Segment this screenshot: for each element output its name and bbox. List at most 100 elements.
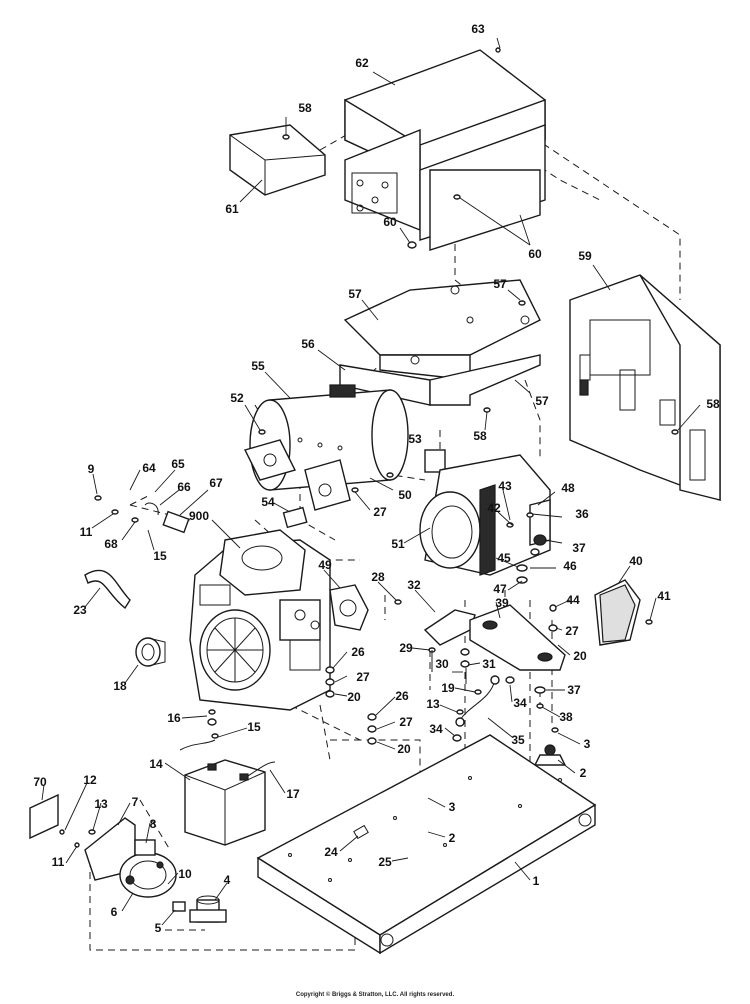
callout-label: 13 [94, 797, 108, 811]
gasket-54 [282, 506, 308, 529]
callout-label: 62 [355, 56, 369, 70]
callout-label: 24 [324, 845, 338, 859]
callout-label: 12 [83, 773, 97, 787]
callout-label: 42 [487, 501, 501, 515]
callout-label: 30 [435, 657, 449, 671]
angled-bracket-61 [229, 124, 326, 196]
callout-label: 23 [73, 603, 87, 617]
callout-label: 27 [356, 670, 370, 684]
callout-label: 60 [383, 215, 397, 229]
callout-label: 34 [513, 696, 527, 710]
callout-label: 37 [567, 683, 581, 697]
callout-label: 66 [177, 480, 191, 494]
callout-label: 63 [471, 22, 485, 36]
callout-label: 16 [167, 711, 181, 725]
battery-cable-15 [179, 739, 216, 751]
callout-label: 26 [351, 645, 365, 659]
callout-label: 27 [399, 715, 413, 729]
callout-label: 35 [511, 733, 525, 747]
callout-label: 67 [209, 476, 223, 490]
callout-label: 68 [104, 537, 118, 551]
callout-label: 52 [230, 391, 244, 405]
label-53 [424, 449, 446, 473]
callout-label: 70 [33, 775, 47, 789]
callout-label: 51 [391, 537, 405, 551]
callout-label: 11 [80, 525, 93, 539]
callout-label: 20 [397, 742, 411, 756]
callout-label: 64 [142, 461, 156, 475]
control-panel-housing-59 [569, 274, 721, 502]
hardware-fasteners [59, 47, 679, 889]
callout-label: 56 [301, 337, 315, 351]
callout-label: 59 [578, 249, 592, 263]
callout-label: 43 [498, 479, 512, 493]
callout-label: 28 [371, 570, 385, 584]
engine-900 [189, 529, 331, 711]
ground-cable-35 [455, 675, 500, 727]
callout-label: 18 [113, 679, 127, 693]
clip-66 [144, 502, 159, 516]
callout-label: 54 [261, 495, 275, 509]
solenoid-valve-4 [189, 895, 227, 923]
callout-label: 4 [224, 873, 231, 887]
copyright-notice: Copyright © Briggs & Stratton, LLC. All … [295, 992, 455, 998]
muffler-55 [243, 384, 409, 511]
callout-label: 58 [706, 397, 720, 411]
callout-label: 25 [378, 855, 392, 869]
callout-label: 900 [189, 509, 209, 523]
callout-label: 7 [132, 795, 139, 809]
callout-label: 27 [373, 505, 387, 519]
callout-label: 11 [52, 855, 65, 869]
callout-label: 47 [493, 582, 507, 596]
callout-label: 60 [528, 247, 542, 261]
callout-labels: 63 62 58 61 60 60 59 57 57 56 57 55 52 5… [33, 22, 720, 935]
callout-label: 31 [482, 657, 496, 671]
callout-label: 38 [559, 710, 573, 724]
callout-label: 57 [493, 277, 507, 291]
callout-label: 9 [88, 462, 95, 476]
hose-23 [84, 569, 131, 610]
callout-label: 39 [495, 596, 509, 610]
grommet-18 [135, 637, 166, 667]
callout-label: 50 [398, 488, 412, 502]
callout-label: 17 [286, 787, 300, 801]
callout-label: 26 [395, 689, 409, 703]
callout-label: 58 [298, 101, 312, 115]
callout-label: 37 [572, 541, 586, 555]
callout-label: 44 [566, 593, 580, 607]
top-enclosure-panels [344, 49, 546, 251]
callout-label: 10 [178, 867, 192, 881]
callout-label: 15 [153, 549, 167, 563]
fitting-5 [172, 901, 186, 912]
callout-label: 5 [155, 921, 162, 935]
bracket-32 [423, 609, 476, 646]
flange-49 [329, 584, 369, 631]
callout-label: 53 [408, 432, 422, 446]
baffle-panel-57 [339, 279, 541, 406]
decal-70 [29, 793, 59, 840]
callout-label: 3 [449, 800, 456, 814]
callout-label: 49 [318, 558, 332, 572]
callout-label: 34 [429, 722, 443, 736]
callout-label: 2 [580, 766, 587, 780]
callout-label: 32 [407, 578, 421, 592]
alternator-housing-51 [419, 454, 551, 576]
callout-label: 27 [565, 624, 579, 638]
callout-label: 36 [575, 507, 589, 521]
callout-label: 19 [441, 681, 455, 695]
callout-label: 58 [473, 429, 487, 443]
callout-label: 61 [225, 202, 239, 216]
callout-label: 57 [348, 287, 362, 301]
callout-label: 15 [247, 720, 261, 734]
blower-cover-40 [594, 579, 641, 646]
leader-lines [41, 37, 701, 926]
callout-label: 48 [561, 481, 575, 495]
bracket-39 [469, 604, 566, 671]
callout-label: 3 [584, 737, 591, 751]
callout-label: 46 [563, 559, 577, 573]
callout-label: 1 [533, 874, 540, 888]
callout-label: 65 [171, 457, 185, 471]
callout-label: 13 [426, 697, 440, 711]
battery-14 [184, 759, 276, 846]
